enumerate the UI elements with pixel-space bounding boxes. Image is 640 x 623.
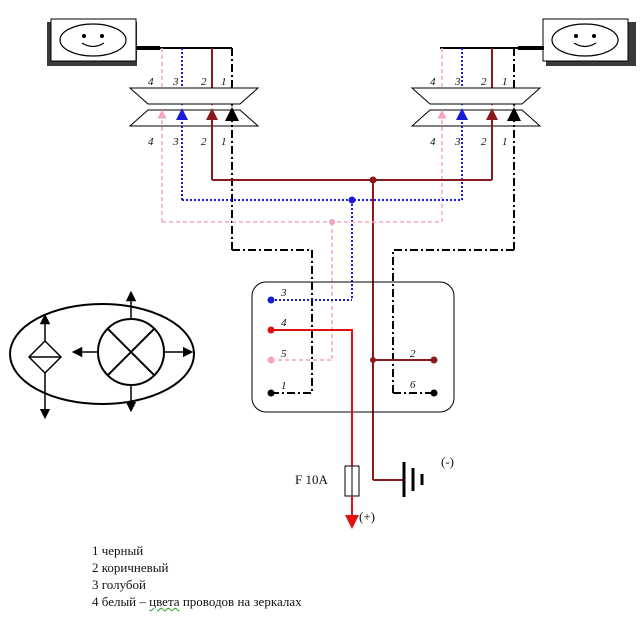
- legend-item-black: 1 черный: [92, 543, 144, 558]
- switch-pin-1: 1: [281, 380, 287, 392]
- left-lower-pin-4: 4: [148, 136, 154, 148]
- switch-pin-2: 2: [410, 348, 416, 360]
- ground-symbol: [373, 462, 424, 497]
- right-lower-pin-3: 3: [454, 136, 461, 148]
- left-upper-pin-1: 1: [221, 76, 227, 88]
- right-upper-pin-2: 2: [481, 76, 487, 88]
- switch-pin-5: 5: [281, 348, 287, 360]
- right-upper-pin-3: 3: [454, 76, 461, 88]
- minus-label: (-): [441, 454, 454, 469]
- switch-pin-6: 6: [410, 379, 416, 391]
- left-lower-pin-1: 1: [221, 136, 227, 148]
- right-lower-pin-4: 4: [430, 136, 436, 148]
- spellcheck-underline: цвета: [149, 594, 180, 609]
- wire-color-legend: 1 черный 2 коричневый 3 голубой 4 белый …: [92, 542, 302, 610]
- fuse: F 10A: [295, 465, 360, 497]
- right-mirror-motor-icon: [542, 18, 636, 66]
- right-connector: [410, 87, 542, 127]
- right-upper-pin-1: 1: [502, 76, 508, 88]
- left-upper-pin-3: 3: [172, 76, 179, 88]
- switch-pin-3: 3: [280, 287, 287, 299]
- right-mirror: 4 3 2 1 4 3 2 1: [410, 18, 636, 250]
- plus-label: (+): [359, 509, 375, 524]
- black-wire-left: [232, 249, 313, 393]
- left-connector: [128, 87, 260, 127]
- left-mirror: 4 3 2 1 4 3 2 1: [47, 18, 260, 250]
- right-upper-pin-4: 4: [430, 76, 436, 88]
- left-mirror-motor-icon: [47, 18, 137, 66]
- legend-item-blue: 3 голубой: [92, 577, 146, 592]
- left-lower-pin-2: 2: [201, 136, 207, 148]
- switch-block: 3 4 5 1 2 6: [251, 281, 455, 526]
- left-upper-pin-2: 2: [201, 76, 207, 88]
- left-upper-pin-4: 4: [148, 76, 154, 88]
- switch-pin-4: 4: [281, 317, 287, 329]
- legend-item-white: 4 белый – цвета проводов на зеркалах: [92, 594, 302, 609]
- legend-item-brown: 2 коричневый: [92, 560, 169, 575]
- fuse-label: F 10A: [295, 472, 328, 487]
- joystick-icon: [9, 290, 195, 420]
- left-lower-pin-3: 3: [172, 136, 179, 148]
- right-lower-pin-1: 1: [502, 136, 508, 148]
- right-lower-pin-2: 2: [481, 136, 487, 148]
- wire-harness: [162, 176, 514, 480]
